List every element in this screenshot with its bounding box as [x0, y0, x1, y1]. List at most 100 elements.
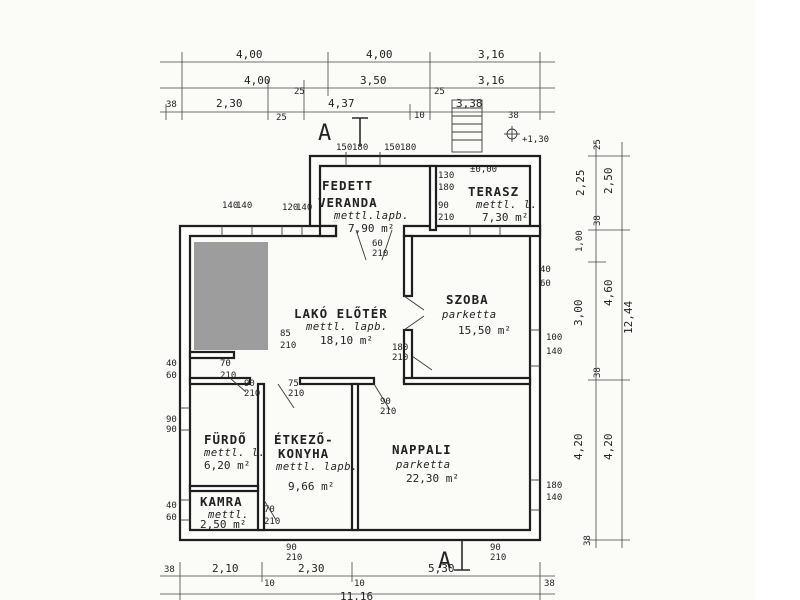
- dim-right-3: 38: [593, 215, 603, 226]
- room-fedett-name2: VERANDA: [318, 195, 378, 210]
- room-eloter-floor: mettl. lapb.: [305, 321, 388, 333]
- opening-label: 140: [546, 493, 562, 503]
- opening-label: 210: [490, 553, 506, 563]
- dim-top-4: 4,00: [244, 74, 271, 87]
- dim-right-4: 1,00: [575, 230, 585, 252]
- opening-label: 140: [236, 201, 252, 211]
- opening-label: 90: [286, 543, 297, 553]
- opening-label: 210: [244, 389, 260, 399]
- inner-walls: [188, 164, 532, 532]
- opening-label: 180: [352, 143, 368, 153]
- dim-bottom-6: 5,30: [428, 562, 455, 575]
- dim-bottom-3: 10: [264, 579, 275, 589]
- dim-top-11: 10: [414, 111, 425, 121]
- opening-label: 210: [372, 249, 388, 259]
- dim-right-9: 2,50: [602, 168, 615, 195]
- room-nappali-floor: parketta: [395, 459, 451, 471]
- dim-right-7: 4,20: [572, 434, 585, 461]
- dim-bottom-5: 10: [354, 579, 365, 589]
- level-mark-1: +1,30: [522, 135, 549, 145]
- opening-label: 210: [286, 553, 302, 563]
- room-etkezo-name2: KONYHA: [278, 446, 329, 461]
- section-marks: A A: [318, 117, 470, 574]
- opening-label: 140: [296, 203, 312, 213]
- opening-label: 40: [166, 501, 177, 511]
- room-furdo-area: 6,20 m²: [204, 459, 250, 472]
- opening-label: 210: [264, 517, 280, 527]
- dim-top-14: 25: [294, 87, 305, 97]
- dim-top-1: 4,00: [236, 48, 263, 61]
- room-eloter-name: LAKÓ ELŐTÉR: [294, 306, 388, 321]
- dim-top-3: 3,16: [478, 48, 505, 61]
- opening-label: 140: [546, 347, 562, 357]
- opening-label: 150: [384, 143, 400, 153]
- opening-label: 90: [438, 201, 449, 211]
- top-dimensions: 4,00 4,00 3,16 4,00 3,50 3,16 38 2,30 25…: [160, 48, 555, 123]
- opening-label: 60: [372, 239, 383, 249]
- dim-top-10: 4,37: [328, 97, 355, 110]
- right-dimensions: 25 2,25 38 1,00 3,00 38 4,20 38 2,50 4,6…: [572, 139, 635, 548]
- opening-label: 70: [220, 359, 231, 369]
- dim-top-13: 38: [508, 111, 519, 121]
- dim-top-15: 25: [434, 87, 445, 97]
- opening-label: 180: [400, 143, 416, 153]
- dim-right-2: 2,25: [574, 170, 587, 197]
- room-etkezo-area: 9,66 m²: [288, 480, 334, 493]
- dim-bottom-1: 38: [164, 565, 175, 575]
- opening-label: 90: [490, 543, 501, 553]
- dim-right-1: 25: [593, 139, 603, 150]
- opening-label: 60: [166, 371, 177, 381]
- opening-label: 90: [380, 397, 391, 407]
- dim-right-10: 4,60: [602, 280, 615, 307]
- room-szoba-floor: parketta: [441, 309, 497, 321]
- opening-label: 85: [280, 329, 291, 339]
- dim-right-11: 4,20: [602, 434, 615, 461]
- room-terasz-name: TERASZ: [468, 184, 519, 199]
- room-nappali-area: 22,30 m²: [406, 472, 459, 485]
- room-furdo-floor: mettl. l.: [203, 447, 265, 459]
- room-fedett-floor: mettl.lapb.: [333, 210, 409, 222]
- dim-top-7: 38: [166, 100, 177, 110]
- opening-label: 100: [546, 333, 562, 343]
- room-labels: FEDETT VERANDA mettl.lapb. 7,90 m² TERAS…: [200, 178, 537, 531]
- dim-bottom-2: 2,10: [212, 562, 239, 575]
- opening-label: 130: [438, 171, 454, 181]
- opening-label: 210: [280, 341, 296, 351]
- opening-label: 210: [220, 371, 236, 381]
- opening-label: 180: [438, 183, 454, 193]
- opening-label: 40: [166, 359, 177, 369]
- opening-label: 90: [244, 379, 255, 389]
- opening-label: 210: [380, 407, 396, 417]
- dim-top-5: 3,50: [360, 74, 387, 87]
- dim-top-9: 25: [276, 113, 287, 123]
- dim-top-6: 3,16: [478, 74, 505, 87]
- dim-bottom-7: 38: [544, 579, 555, 589]
- room-terasz-floor: mettl. l.: [475, 199, 537, 211]
- room-kamra-floor: mettl.: [207, 509, 249, 521]
- opening-label: 90: [166, 415, 177, 425]
- room-etkezo-floor: mettl. lapb.: [275, 461, 358, 473]
- exterior-stairs: +1,30 ±0,00: [451, 99, 549, 175]
- room-szoba-area: 15,50 m²: [458, 324, 511, 337]
- opening-label: 90: [166, 425, 177, 435]
- dim-right-8: 38: [583, 535, 593, 546]
- dim-bottom-4: 2,30: [298, 562, 325, 575]
- level-mark-2: ±0,00: [470, 165, 497, 175]
- room-terasz-area: 7,30 m²: [482, 211, 528, 224]
- opening-label: 60: [540, 279, 551, 289]
- room-kamra-name: KAMRA: [200, 494, 243, 509]
- room-szoba-name: SZOBA: [446, 292, 489, 307]
- room-etkezo-name1: ÉTKEZŐ-: [274, 432, 334, 447]
- dim-top-2: 4,00: [366, 48, 393, 61]
- room-fedett-name1: FEDETT: [322, 178, 373, 193]
- dim-right-6: 38: [593, 367, 603, 378]
- opening-label: 210: [438, 213, 454, 223]
- opening-labels: 150 180 150 180 130 180 90 210 140 140 1…: [166, 143, 562, 563]
- redacted-area: [194, 242, 268, 350]
- opening-label: 180: [546, 481, 562, 491]
- opening-label: 150: [336, 143, 352, 153]
- room-furdo-name: FÜRDŐ: [204, 432, 247, 447]
- section-label-bottom: A: [438, 549, 451, 574]
- dim-top-8: 2,30: [216, 97, 243, 110]
